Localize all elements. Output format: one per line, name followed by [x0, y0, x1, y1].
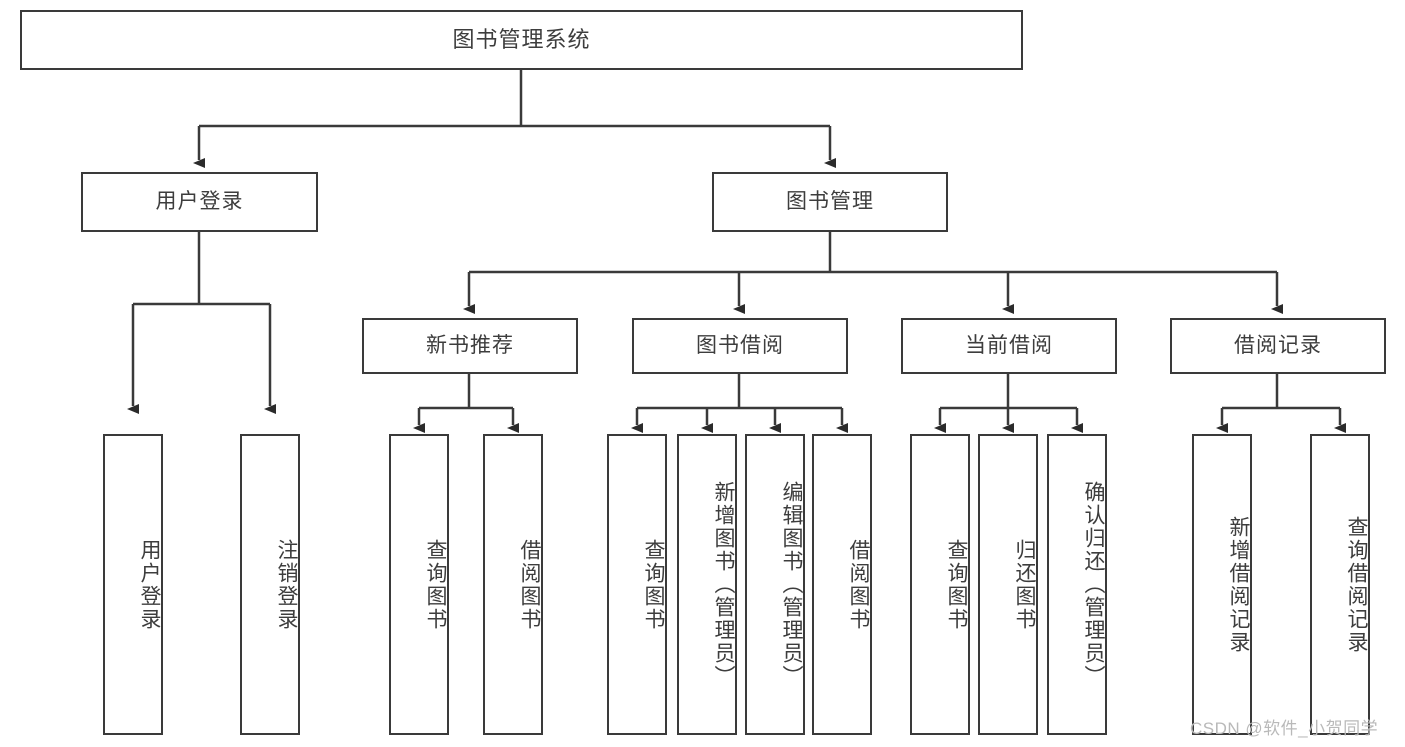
- node-borrow-record[interactable]: 借阅记录: [1170, 318, 1386, 374]
- leaf-edit-book-admin[interactable]: 编辑图书（管理员）: [745, 434, 805, 735]
- node-user-login-label: 用户登录: [155, 190, 244, 214]
- leaf-query-book-current-label: 查询图书: [945, 538, 968, 631]
- leaf-return-book[interactable]: 归还图书: [978, 434, 1038, 735]
- node-root[interactable]: 图书管理系统: [20, 10, 1023, 70]
- leaf-confirm-return-admin-label: 确认归还（管理员）: [1082, 481, 1105, 688]
- leaf-borrow-book-recommend[interactable]: 借阅图书: [483, 434, 543, 735]
- leaf-edit-book-admin-label: 编辑图书（管理员）: [780, 481, 803, 688]
- leaf-add-borrow-record[interactable]: 新增借阅记录: [1192, 434, 1252, 735]
- leaf-add-borrow-record-label: 新增借阅记录: [1227, 515, 1250, 654]
- node-current-borrow[interactable]: 当前借阅: [901, 318, 1117, 374]
- node-root-label: 图书管理系统: [452, 26, 591, 52]
- leaf-add-book-admin[interactable]: 新增图书（管理员）: [677, 434, 737, 735]
- node-book-borrow-label: 图书借阅: [696, 334, 784, 358]
- leaf-borrow-book[interactable]: 借阅图书: [812, 434, 872, 735]
- leaf-query-book-borrow-label: 查询图书: [642, 538, 665, 631]
- leaf-user-login[interactable]: 用户登录: [103, 434, 163, 735]
- node-current-borrow-label: 当前借阅: [965, 334, 1053, 358]
- node-borrow-record-label: 借阅记录: [1234, 334, 1322, 358]
- node-new-book-recommend-label: 新书推荐: [426, 334, 514, 358]
- leaf-query-borrow-record-label: 查询借阅记录: [1345, 515, 1368, 654]
- node-book-management[interactable]: 图书管理: [712, 172, 948, 232]
- leaf-logout[interactable]: 注销登录: [240, 434, 300, 735]
- node-user-login[interactable]: 用户登录: [81, 172, 318, 232]
- csdn-watermark: CSDN @软件_小贺同学: [1190, 719, 1379, 738]
- leaf-borrow-book-recommend-label: 借阅图书: [518, 538, 541, 631]
- leaf-query-borrow-record[interactable]: 查询借阅记录: [1310, 434, 1370, 735]
- node-book-borrow[interactable]: 图书借阅: [632, 318, 848, 374]
- leaf-confirm-return-admin[interactable]: 确认归还（管理员）: [1047, 434, 1107, 735]
- leaf-query-book-borrow[interactable]: 查询图书: [607, 434, 667, 735]
- leaf-query-book-recommend-label: 查询图书: [424, 538, 447, 631]
- leaf-borrow-book-label: 借阅图书: [847, 538, 870, 631]
- leaf-query-book-recommend[interactable]: 查询图书: [389, 434, 449, 735]
- leaf-add-book-admin-label: 新增图书（管理员）: [712, 481, 735, 688]
- leaf-logout-label: 注销登录: [275, 538, 298, 631]
- node-book-management-label: 图书管理: [786, 190, 874, 214]
- leaf-query-book-current[interactable]: 查询图书: [910, 434, 970, 735]
- leaf-return-book-label: 归还图书: [1013, 538, 1036, 631]
- leaf-user-login-label: 用户登录: [138, 538, 161, 631]
- node-new-book-recommend[interactable]: 新书推荐: [362, 318, 578, 374]
